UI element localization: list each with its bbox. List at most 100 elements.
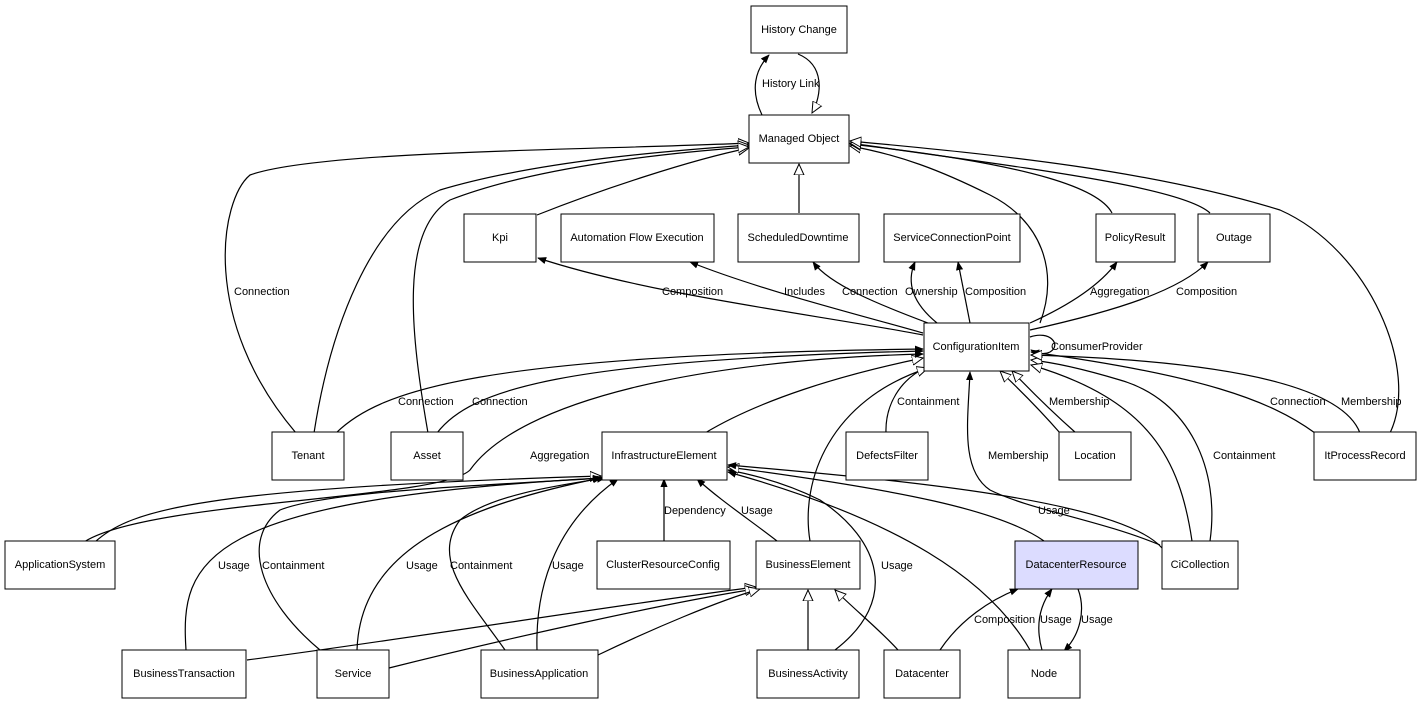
edge-label-containment-svc: Containment <box>262 560 324 572</box>
edge-itpr-mo <box>850 141 1400 434</box>
edge-dc-dr <box>939 588 1019 651</box>
edge-svc-be <box>388 589 756 669</box>
node-kpi[interactable]: Kpi <box>463 213 537 263</box>
node-label: Asset <box>413 450 441 462</box>
node-business-transaction[interactable]: BusinessTransaction <box>121 649 247 699</box>
edge-label-aggregation-pr: Aggregation <box>1090 286 1149 298</box>
node-tenant[interactable]: Tenant <box>271 431 345 481</box>
edge-label-tenant-ci-connection: Connection <box>398 396 454 408</box>
node-label: ItProcessRecord <box>1324 450 1405 462</box>
node-history-change[interactable]: History Change <box>750 5 848 54</box>
edge-label-containment-df: Containment <box>897 396 959 408</box>
edge-tenant-mo-2 <box>313 145 749 434</box>
node-label: BusinessTransaction <box>133 668 235 680</box>
edge-be-ie <box>696 478 778 542</box>
edge-label-tenant-mo-connection: Connection <box>234 286 290 298</box>
node-datacenter[interactable]: Datacenter <box>883 649 961 699</box>
node-business-element[interactable]: BusinessElement <box>755 540 861 590</box>
edge-svc-ie-contain <box>258 474 602 651</box>
edge-tenant-mo <box>224 143 749 434</box>
edge-label-usage-bt: Usage <box>218 560 250 572</box>
edge-label-usage-svc: Usage <box>406 560 438 572</box>
node-configuration-item[interactable]: ConfigurationItem <box>923 322 1030 372</box>
edge-label-usage-cic: Usage <box>1038 505 1070 517</box>
node-label: Location <box>1074 450 1116 462</box>
node-label: Kpi <box>492 232 508 244</box>
edge-ci-outage <box>1029 261 1209 331</box>
node-defects-filter[interactable]: DefectsFilter <box>845 431 929 481</box>
edge-label-dependency: Dependency <box>664 505 726 517</box>
edge-svc-ie-usage <box>356 476 602 651</box>
edge-label-composition-kpi: Composition <box>662 286 723 298</box>
edge-ci-scp-comp <box>956 261 971 324</box>
edge-label-usage-dr-node: Usage <box>1081 614 1113 626</box>
edge-as-ci-agg <box>83 350 924 543</box>
node-automation-flow-execution[interactable]: Automation Flow Execution <box>560 213 715 263</box>
edge-node-dr <box>1038 588 1053 651</box>
edge-label-composition-dc: Composition <box>974 614 1035 626</box>
node-label: BusinessActivity <box>768 668 848 680</box>
node-label: Automation Flow Execution <box>570 232 703 244</box>
node-node[interactable]: Node <box>1007 649 1081 699</box>
node-label: ApplicationSystem <box>15 559 106 571</box>
node-outage[interactable]: Outage <box>1197 213 1271 263</box>
edge-tenant-ci <box>335 345 924 434</box>
node-infrastructure-element[interactable]: InfrastructureElement <box>601 431 728 481</box>
node-label: BusinessElement <box>766 559 851 571</box>
node-label: BusinessApplication <box>490 668 588 680</box>
edge-asset-ci <box>436 347 924 434</box>
node-label: Node <box>1031 668 1057 680</box>
node-label: InfrastructureElement <box>611 450 716 462</box>
edge-label-usage-bact: Usage <box>881 560 913 572</box>
node-managed-object[interactable]: Managed Object <box>748 114 850 164</box>
node-label: ServiceConnectionPoint <box>893 232 1010 244</box>
node-label: Service <box>335 668 372 680</box>
node-label: Datacenter <box>895 668 949 680</box>
node-scheduled-downtime[interactable]: ScheduledDowntime <box>737 213 860 263</box>
edge-ba-ie-usage <box>536 478 619 651</box>
edge-ci-sd <box>812 261 929 324</box>
edge-label-membership-cic: Membership <box>988 450 1049 462</box>
edge-dr-ie <box>728 467 1045 542</box>
node-label: Outage <box>1216 232 1252 244</box>
node-policy-result[interactable]: PolicyResult <box>1095 213 1176 263</box>
edge-label-aggregation-as: Aggregation <box>530 450 589 462</box>
node-application-system[interactable]: ApplicationSystem <box>4 540 116 590</box>
edge-label-containment-cic: Containment <box>1213 450 1275 462</box>
node-location[interactable]: Location <box>1058 431 1132 481</box>
edge-node-ie <box>727 470 1031 651</box>
edge-ci-kpi <box>537 257 924 336</box>
edge-dr-node <box>1063 588 1083 652</box>
node-asset[interactable]: Asset <box>390 431 464 481</box>
node-service[interactable]: Service <box>316 649 390 699</box>
edge-dc-be <box>835 590 899 651</box>
edge-label-usage-node-up: Usage <box>1040 614 1072 626</box>
node-it-process-record[interactable]: ItProcessRecord <box>1313 431 1417 481</box>
edge-cic-ci-contain <box>1031 360 1213 542</box>
edge-cic-ci-contain-2 <box>1031 365 1193 542</box>
edge-history-link <box>754 54 770 116</box>
nodes: History Change Managed Object Kpi Automa… <box>4 5 1417 699</box>
node-label: DatacenterResource <box>1026 559 1127 571</box>
node-label: ConfigurationItem <box>933 341 1020 353</box>
edge-history-link-back <box>797 53 819 113</box>
edge-ci-scp-own <box>908 261 938 324</box>
edge-ba-be <box>597 589 760 656</box>
edge-ba-ie-contain <box>448 475 606 651</box>
edges <box>83 53 1400 669</box>
edge-loc-ci-2 <box>1012 371 1077 434</box>
node-business-activity[interactable]: BusinessActivity <box>756 649 860 699</box>
edge-cic-ci-member <box>966 371 1161 546</box>
node-cluster-resource-config[interactable]: ClusterResourceConfig <box>596 540 731 590</box>
edge-ci-mo <box>850 146 1049 324</box>
edge-loc-ci <box>1000 371 1061 434</box>
edge-as-ie <box>94 476 601 543</box>
node-ci-collection[interactable]: CiCollection <box>1161 540 1239 590</box>
edge-outage-mo <box>850 143 1211 214</box>
node-label: History Change <box>761 24 837 36</box>
node-service-connection-point[interactable]: ServiceConnectionPoint <box>883 213 1021 263</box>
edge-labels: History Link Connection Composition Incl… <box>218 78 1402 626</box>
node-business-application[interactable]: BusinessApplication <box>480 649 599 699</box>
node-datacenter-resource[interactable]: DatacenterResource <box>1014 540 1139 590</box>
